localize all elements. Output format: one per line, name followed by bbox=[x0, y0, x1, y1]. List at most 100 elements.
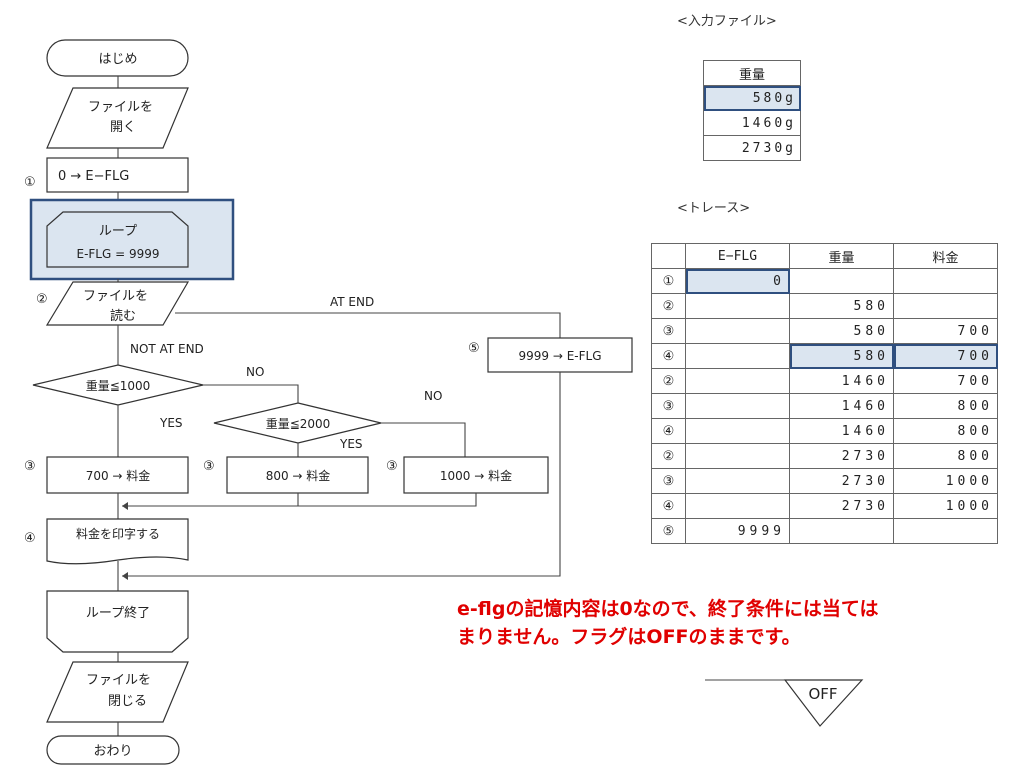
trace-eflg bbox=[685, 493, 790, 519]
init-flag-label: 0 → E−FLG bbox=[58, 169, 129, 184]
trace-header-charge: 料金 bbox=[893, 243, 998, 269]
close-file-label-2: 閉じる bbox=[108, 694, 147, 709]
end-terminal bbox=[46, 735, 180, 765]
trace-charge: 700 bbox=[893, 368, 998, 394]
open-file-label-2: 開く bbox=[110, 120, 136, 135]
trace-weight: 1460 bbox=[789, 368, 894, 394]
explanation-note: e-flgの記憶内容は0なので、終了条件には当ては まりません。フラグはOFFの… bbox=[457, 595, 1017, 651]
trace-row: ④ 2730 1000 bbox=[651, 493, 998, 519]
close-file-io bbox=[46, 661, 189, 723]
trace-row: ④ 580 700 bbox=[651, 343, 998, 369]
trace-charge: 800 bbox=[893, 443, 998, 469]
print-charge-document bbox=[46, 518, 189, 565]
trace-weight: 580 bbox=[789, 318, 894, 344]
trace-charge: 700 bbox=[893, 343, 998, 369]
start-label: はじめ bbox=[98, 52, 137, 67]
decision-2-yes: YES bbox=[339, 437, 363, 451]
charge-1000-label: 1000 → 料金 bbox=[440, 468, 512, 483]
trace-row: ⑤ 9999 bbox=[651, 518, 998, 544]
charge-800-process bbox=[226, 456, 369, 494]
charge-800-label: 800 → 料金 bbox=[266, 468, 331, 483]
trace-weight: 2730 bbox=[789, 443, 894, 469]
input-file-row: 580g bbox=[703, 85, 801, 111]
trace-row: ② 2730 800 bbox=[651, 443, 998, 469]
trace-weight: 1460 bbox=[789, 418, 894, 444]
decision-1-no: NO bbox=[246, 365, 264, 379]
end-label: おわり bbox=[93, 744, 132, 759]
trace-charge bbox=[893, 518, 998, 544]
trace-weight bbox=[789, 268, 894, 294]
trace-eflg bbox=[685, 293, 790, 319]
explanation-line-2: まりません。フラグはOFFのままです。 bbox=[457, 626, 801, 648]
trace-row: ④ 1460 800 bbox=[651, 418, 998, 444]
print-charge-label: 料金を印字する bbox=[76, 526, 160, 541]
trace-weight: 580 bbox=[789, 343, 894, 369]
step3-marker-a: ③ bbox=[24, 459, 36, 474]
trace-row: ② 580 bbox=[651, 293, 998, 319]
trace-step: ④ bbox=[651, 343, 686, 369]
trace-eflg bbox=[685, 443, 790, 469]
trace-step: ④ bbox=[651, 493, 686, 519]
read-file-io bbox=[45, 281, 190, 326]
trace-eflg bbox=[685, 393, 790, 419]
trace-row: ③ 580 700 bbox=[651, 318, 998, 344]
trace-eflg bbox=[685, 368, 790, 394]
trace-charge: 800 bbox=[893, 418, 998, 444]
input-file-table: 重量 580g 1460g 2730g bbox=[703, 60, 801, 161]
at-end-label: AT END bbox=[330, 295, 374, 309]
trace-weight: 1460 bbox=[789, 393, 894, 419]
input-file-row: 2730g bbox=[703, 135, 801, 161]
trace-charge bbox=[893, 268, 998, 294]
trace-weight: 2730 bbox=[789, 493, 894, 519]
trace-charge: 1000 bbox=[893, 493, 998, 519]
trace-step: ② bbox=[651, 443, 686, 469]
step1-marker: ① bbox=[24, 175, 36, 190]
step3-marker-b: ③ bbox=[203, 459, 215, 474]
trace-eflg bbox=[685, 343, 790, 369]
loop-start-shape bbox=[46, 211, 189, 268]
trace-charge: 700 bbox=[893, 318, 998, 344]
decision-2-no: NO bbox=[424, 389, 442, 403]
trace-step: ④ bbox=[651, 418, 686, 444]
trace-row: ② 1460 700 bbox=[651, 368, 998, 394]
set-flag-label: 9999 → E-FLG bbox=[518, 349, 601, 363]
charge-1000-process bbox=[403, 456, 549, 494]
step4-marker: ④ bbox=[24, 531, 36, 546]
trace-step: ③ bbox=[651, 318, 686, 344]
trace-step: ③ bbox=[651, 393, 686, 419]
decision-1-yes: YES bbox=[159, 416, 183, 430]
open-file-label-1: ファイルを bbox=[88, 100, 153, 115]
trace-header-eflg: E−FLG bbox=[685, 243, 790, 269]
read-file-label-2: 読む bbox=[110, 308, 136, 324]
trace-eflg bbox=[685, 468, 790, 494]
trace-charge bbox=[893, 293, 998, 319]
step3-marker-c: ③ bbox=[386, 459, 398, 474]
trace-weight bbox=[789, 518, 894, 544]
trace-eflg bbox=[685, 418, 790, 444]
close-file-label-1: ファイルを bbox=[86, 673, 151, 688]
loop-end-label: ループ終了 bbox=[86, 605, 150, 621]
loop-condition: E-FLG = 9999 bbox=[76, 247, 159, 261]
trace-weight: 580 bbox=[789, 293, 894, 319]
trace-row: ③ 2730 1000 bbox=[651, 468, 998, 494]
read-file-label-1: ファイルを bbox=[83, 289, 148, 304]
input-file-title: <入力ファイル> bbox=[677, 14, 777, 29]
loop-label: ループ bbox=[99, 224, 137, 239]
trace-row: ① 0 bbox=[651, 268, 998, 294]
step5-marker: ⑤ bbox=[468, 341, 480, 356]
explanation-line-1: e-flgの記憶内容は0なので、終了条件には当ては bbox=[457, 598, 879, 620]
trace-charge: 1000 bbox=[893, 468, 998, 494]
init-flag-process bbox=[46, 157, 189, 193]
trace-eflg: 9999 bbox=[685, 518, 790, 544]
trace-step: ① bbox=[651, 268, 686, 294]
trace-weight: 2730 bbox=[789, 468, 894, 494]
input-file-header: 重量 bbox=[703, 60, 801, 86]
open-file-io bbox=[46, 87, 189, 149]
trace-step: ⑤ bbox=[651, 518, 686, 544]
trace-header-weight: 重量 bbox=[789, 243, 894, 269]
trace-charge: 800 bbox=[893, 393, 998, 419]
trace-step: ③ bbox=[651, 468, 686, 494]
trace-title: <トレース> bbox=[677, 201, 751, 216]
flag-off-triangle bbox=[783, 679, 864, 727]
step2-marker: ② bbox=[36, 292, 48, 307]
